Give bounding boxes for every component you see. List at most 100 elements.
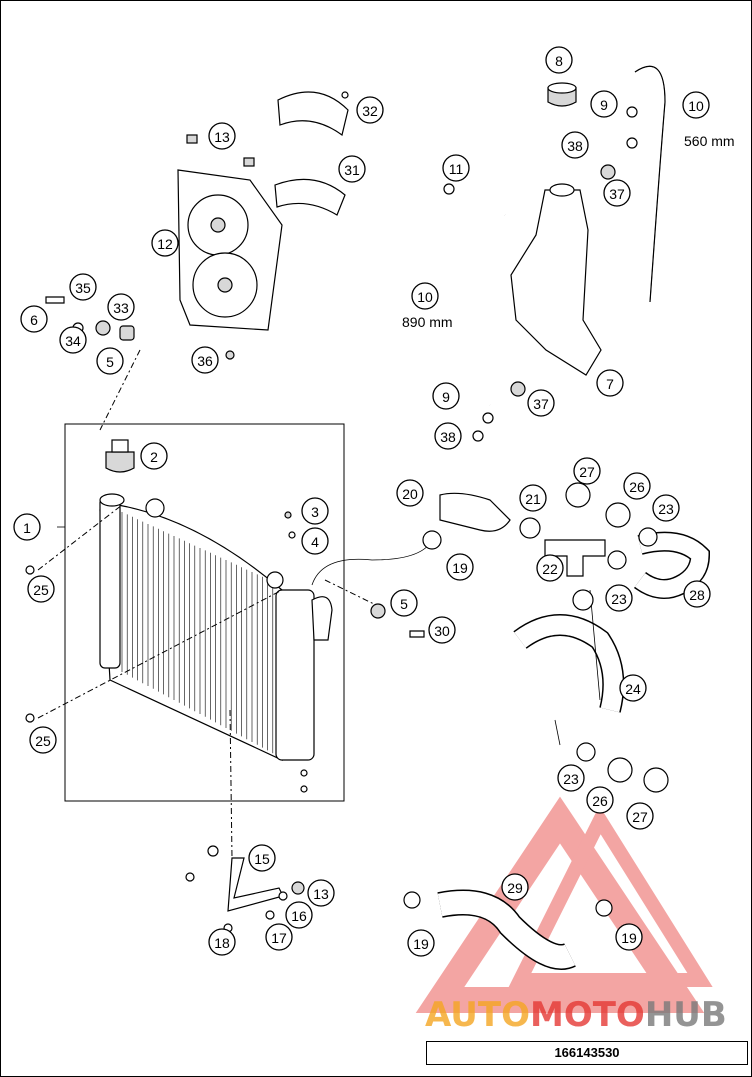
callout-number: 26 xyxy=(592,793,608,809)
callout-c13b: 13 xyxy=(307,879,335,907)
callout-circle xyxy=(446,553,474,581)
callout-c23c: 23 xyxy=(557,764,585,792)
callout-c26a: 26 xyxy=(623,472,651,500)
callout-c19c: 19 xyxy=(615,923,643,951)
callout-number: 22 xyxy=(542,561,558,577)
callout-circle xyxy=(428,616,456,644)
watermark-auto: AUTO xyxy=(425,995,530,1035)
callout-circle xyxy=(683,580,711,608)
callout-c2: 2 xyxy=(140,442,168,470)
callout-number: 16 xyxy=(291,908,307,924)
callout-c31: 31 xyxy=(338,155,366,183)
thermostat-lower-part xyxy=(643,767,669,793)
callout-number: 30 xyxy=(434,623,450,639)
callout-c16: 16 xyxy=(285,901,313,929)
callout-circle xyxy=(29,726,57,754)
callout-circle xyxy=(356,96,384,124)
part-number-box: 166143530 xyxy=(426,1041,748,1065)
watermark-moto: MOTO xyxy=(530,995,645,1035)
callout-c15: 15 xyxy=(248,844,276,872)
callout-number: 17 xyxy=(271,930,287,946)
callout-circle xyxy=(519,484,547,512)
callout-number: 24 xyxy=(625,681,641,697)
hose-20-part xyxy=(439,492,511,532)
callout-number: 9 xyxy=(600,97,608,113)
callout-number: 15 xyxy=(254,851,270,867)
radiator-part xyxy=(99,493,333,761)
callout-c20: 20 xyxy=(396,479,424,507)
callout-circle xyxy=(396,479,424,507)
callout-number: 25 xyxy=(35,733,51,749)
callout-circle xyxy=(307,879,335,907)
callout-number: 36 xyxy=(197,353,213,369)
callout-circle xyxy=(432,382,460,410)
callout-number: 19 xyxy=(452,560,468,576)
callout-circle xyxy=(338,155,366,183)
callout-number: 20 xyxy=(402,486,418,502)
callout-circle xyxy=(501,873,529,901)
callout-number: 6 xyxy=(30,312,38,328)
radiator-cap-part xyxy=(105,439,135,473)
callout-number: 3 xyxy=(311,504,319,520)
fan-cover-upper-part xyxy=(277,91,349,137)
callout-number: 4 xyxy=(311,534,319,550)
callout-number: 12 xyxy=(157,236,173,252)
callout-circle xyxy=(652,494,680,522)
callout-circle xyxy=(623,472,651,500)
hose-890-part xyxy=(453,210,506,406)
fan-cover-lower-part xyxy=(274,178,346,216)
callout-c6: 6 xyxy=(20,305,48,333)
callout-number: 19 xyxy=(621,930,637,946)
callout-circle xyxy=(27,575,55,603)
callout-circle xyxy=(13,513,41,541)
tank-cap-part xyxy=(547,82,577,107)
callout-c27b: 27 xyxy=(626,802,654,830)
callout-circle xyxy=(626,802,654,830)
callout-c9a: 9 xyxy=(590,90,618,118)
callout-number: 13 xyxy=(214,129,230,145)
callout-circle xyxy=(434,422,462,450)
callout-number: 37 xyxy=(533,396,549,412)
callout-circle xyxy=(140,442,168,470)
callout-number: 32 xyxy=(362,103,378,119)
callout-circle xyxy=(596,369,624,397)
callout-number: 1 xyxy=(23,520,31,536)
fasteners xyxy=(25,91,658,933)
callout-c33: 33 xyxy=(107,293,135,321)
callout-number: 23 xyxy=(611,591,627,607)
callout-number: 19 xyxy=(413,936,429,952)
callout-c23a: 23 xyxy=(652,494,680,522)
watermark-text: AUTOMOTOHUB xyxy=(425,995,727,1035)
callout-circle xyxy=(557,764,585,792)
callout-circle xyxy=(265,923,293,951)
callout-circle xyxy=(248,844,276,872)
callout-number: 5 xyxy=(400,596,408,612)
callout-number: 35 xyxy=(75,280,91,296)
callout-circle xyxy=(191,346,219,374)
callout-circle xyxy=(285,901,313,929)
thermostat-cover-upper-part xyxy=(605,502,631,528)
watermark-hub: HUB xyxy=(645,995,727,1035)
callout-c19b: 19 xyxy=(407,929,435,957)
callout-number: 33 xyxy=(113,300,129,316)
callout-number: 27 xyxy=(632,809,648,825)
callout-circle xyxy=(590,90,618,118)
hose-length-890-note: 890 mm xyxy=(402,314,453,330)
callout-c10a: 10 xyxy=(682,91,710,119)
part-number: 166143530 xyxy=(554,1045,620,1060)
callout-circle xyxy=(96,347,124,375)
callout-number: 25 xyxy=(33,582,49,598)
callout-c9b: 9 xyxy=(432,382,460,410)
callout-c10b: 10 xyxy=(411,282,439,310)
callout-c5b: 5 xyxy=(390,589,418,617)
callout-c36: 36 xyxy=(191,346,219,374)
callout-c7: 7 xyxy=(596,369,624,397)
callout-c38a: 38 xyxy=(561,131,589,159)
radiator-group-box xyxy=(64,423,345,802)
fan-shroud-part xyxy=(177,169,283,331)
callout-c11: 11 xyxy=(442,154,470,182)
callout-circle xyxy=(619,674,647,702)
callout-c28: 28 xyxy=(683,580,711,608)
callout-c17: 17 xyxy=(265,923,293,951)
